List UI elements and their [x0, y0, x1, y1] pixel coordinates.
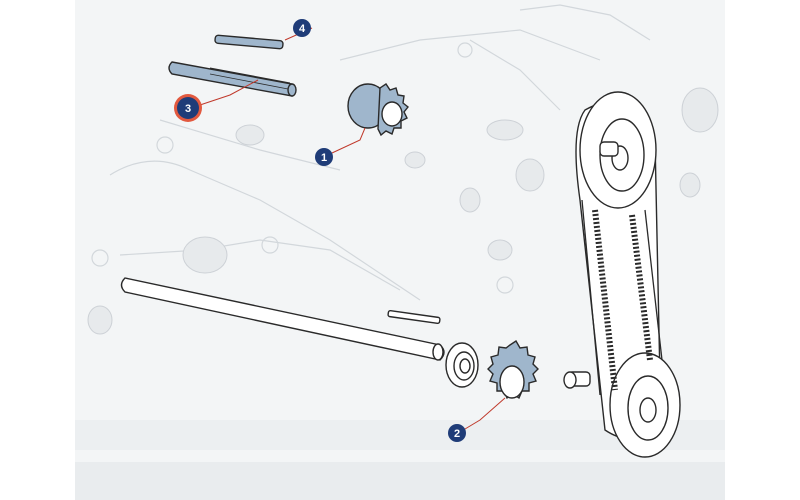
callout-2-badge — [448, 424, 466, 442]
callout-4-badge — [293, 19, 311, 37]
ghost-background-drawing — [75, 4, 725, 500]
bearing — [445, 342, 479, 388]
callout-1-badge — [315, 148, 333, 166]
part-2-sprocket — [487, 340, 539, 400]
callout-2: 2 — [448, 424, 466, 442]
callout-4: 4 — [293, 19, 311, 37]
main-shaft — [120, 277, 445, 361]
callout-2-label: 2 — [454, 428, 460, 440]
part-4-key — [214, 34, 284, 50]
ghost-footer-band-2 — [75, 462, 725, 500]
callout-4-label: 4 — [299, 23, 306, 35]
callout-3: 3 — [174, 94, 202, 122]
callout-3-badge — [177, 97, 199, 119]
part-1-sprocket-hub — [347, 83, 409, 137]
callout-markers: 1 2 3 4 — [174, 19, 466, 442]
callout-1: 1 — [315, 148, 333, 166]
callout-1-label: 1 — [321, 152, 327, 164]
belt-drive-assembly — [563, 91, 681, 458]
part-3-splined-shaft — [168, 61, 297, 97]
callout-3-label: 3 — [185, 103, 191, 115]
